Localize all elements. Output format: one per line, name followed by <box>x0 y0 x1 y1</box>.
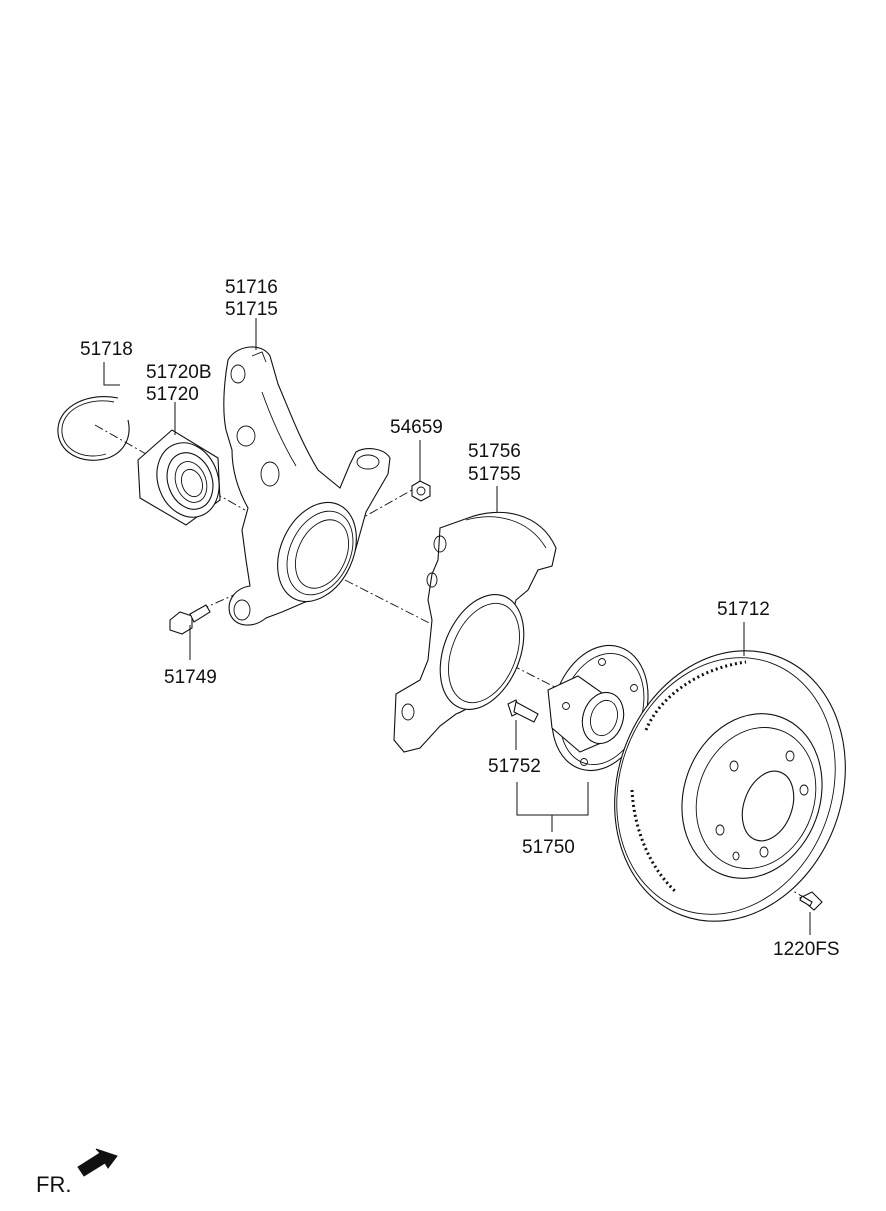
leader-lines <box>103 318 811 935</box>
steering-knuckle[interactable] <box>223 346 391 626</box>
label-51720: 51720 <box>146 384 199 405</box>
hub-bolt[interactable] <box>507 699 539 723</box>
label-1220fs: 1220FS <box>773 939 840 960</box>
label-51750: 51750 <box>522 837 575 858</box>
front-direction-indicator: FR. <box>36 1148 118 1197</box>
callout-labels: 51716 51715 51718 51720B 51720 54659 517… <box>80 277 840 960</box>
label-51715: 51715 <box>225 299 278 320</box>
label-51716: 51716 <box>225 277 278 298</box>
label-51718: 51718 <box>80 339 133 360</box>
label-54659: 54659 <box>390 417 443 438</box>
wheel-bearing[interactable] <box>137 429 229 526</box>
label-51755: 51755 <box>468 464 521 485</box>
label-51749: 51749 <box>164 667 217 688</box>
label-51720b: 51720B <box>146 362 212 383</box>
disc-screw[interactable] <box>799 891 823 911</box>
label-51756: 51756 <box>468 441 521 462</box>
snap-ring[interactable] <box>57 396 130 461</box>
label-51712: 51712 <box>717 599 770 620</box>
hex-nut[interactable] <box>411 480 431 502</box>
front-arrow-icon <box>77 1148 118 1177</box>
brake-disc[interactable] <box>578 618 883 954</box>
label-51752: 51752 <box>488 756 541 777</box>
direction-label: FR. <box>36 1172 71 1197</box>
wheel-hub[interactable] <box>536 633 663 783</box>
knuckle-bolt[interactable] <box>169 604 211 635</box>
dust-cover[interactable] <box>393 511 557 753</box>
